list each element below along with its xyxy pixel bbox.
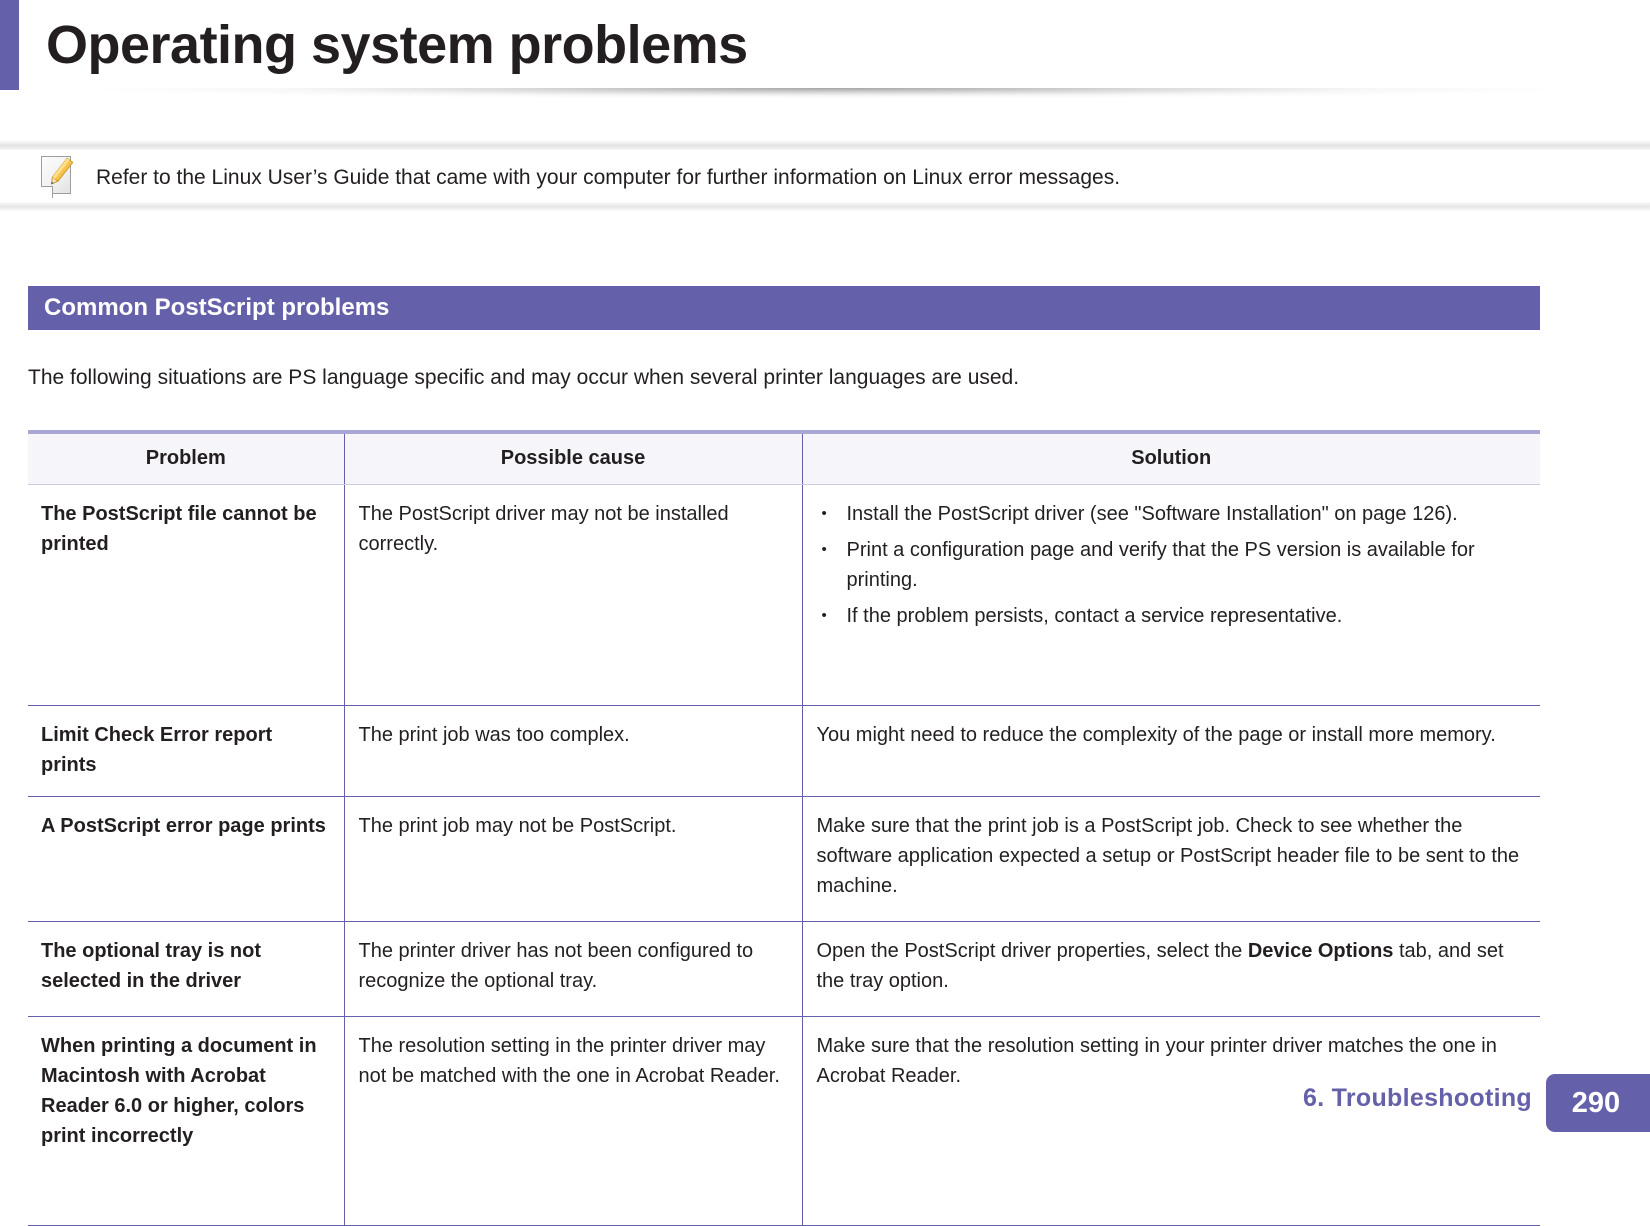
- section-heading-label: Common PostScript problems: [44, 294, 390, 321]
- header-divider: [0, 88, 1650, 110]
- solution-bullet-list: Install the PostScript driver (see "Soft…: [817, 499, 1527, 631]
- section-intro-paragraph: The following situations are PS language…: [28, 366, 1020, 389]
- cell-problem: Limit Check Error report prints: [28, 705, 345, 797]
- note-bottom-edge: [0, 202, 1650, 212]
- solution-emphasis: Device Options: [1247, 940, 1394, 962]
- list-item: Print a configuration page and verify th…: [817, 535, 1527, 595]
- table-row: A PostScript error page prints The print…: [28, 796, 1540, 922]
- table-row: The PostScript file cannot be printed Th…: [28, 484, 1540, 706]
- cell-solution: You might need to reduce the complexity …: [802, 705, 1540, 797]
- note-callout: Refer to the Linux User’s Guide that cam…: [0, 140, 1650, 212]
- table-row: Limit Check Error report prints The prin…: [28, 705, 1540, 797]
- cell-cause: The printer driver has not been configur…: [344, 921, 803, 1017]
- page-title: Operating system problems: [46, 15, 748, 75]
- note-text: Refer to the Linux User’s Guide that cam…: [96, 166, 1121, 189]
- table-header-problem: Problem: [28, 430, 345, 485]
- section-heading-tick: [28, 286, 38, 330]
- solution-text-post: tab, and set the tray option.: [816, 940, 1504, 992]
- cell-solution: Open the PostScript driver properties, s…: [802, 921, 1540, 1017]
- note-fold-shape: [41, 186, 53, 198]
- cell-solution: Make sure that the print job is a PostSc…: [802, 796, 1540, 922]
- table-row: The optional tray is not selected in the…: [28, 921, 1540, 1017]
- table-header-possible-cause: Possible cause: [344, 430, 803, 485]
- solution-text-pre: Open the PostScript driver properties, s…: [816, 940, 1248, 962]
- cell-cause: The print job may not be PostScript.: [344, 796, 803, 922]
- note-pencil-icon: [41, 156, 77, 198]
- list-item: Install the PostScript driver (see "Soft…: [817, 499, 1527, 529]
- cell-problem: The PostScript file cannot be printed: [28, 484, 345, 706]
- section-heading-bar: Common PostScript problems: [28, 286, 1540, 330]
- footer-chapter-label: 6. Troubleshooting: [1302, 1084, 1532, 1112]
- cell-cause: The print job was too complex.: [344, 705, 803, 797]
- title-accent-bar: [0, 0, 19, 90]
- table-header-row: Problem Possible cause Solution: [28, 430, 1540, 485]
- table-header-solution: Solution: [802, 430, 1540, 485]
- cell-problem: A PostScript error page prints: [28, 796, 345, 922]
- cell-problem: The optional tray is not selected in the…: [28, 921, 345, 1017]
- cell-cause: The PostScript driver may not be install…: [344, 484, 803, 706]
- cell-solution: Install the PostScript driver (see "Soft…: [802, 484, 1540, 706]
- page-footer: 6. Troubleshooting 290: [0, 1074, 1650, 1158]
- list-item: If the problem persists, contact a servi…: [817, 601, 1527, 631]
- page-header: Operating system problems: [0, 0, 1650, 92]
- note-top-edge: [0, 140, 1650, 150]
- note-body: [0, 150, 1650, 202]
- footer-page-number: 290: [1546, 1074, 1650, 1132]
